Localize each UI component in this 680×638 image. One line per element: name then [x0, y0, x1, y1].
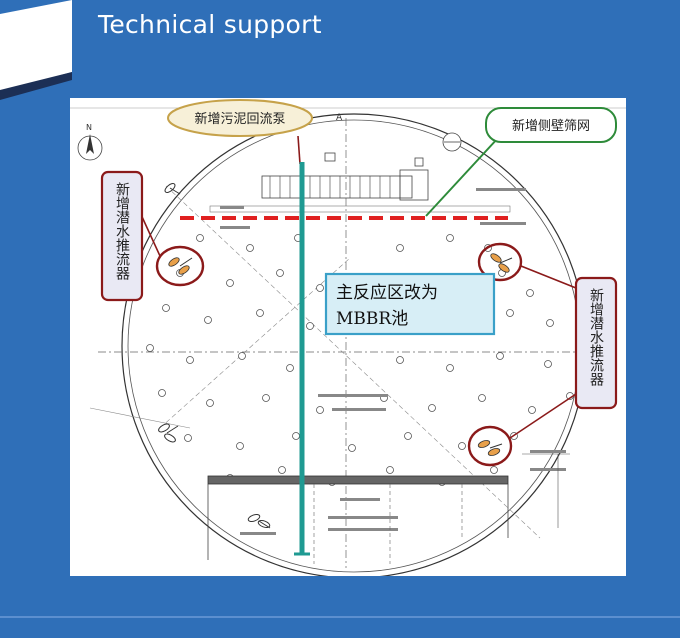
pusher-right-leader-1	[520, 265, 577, 289]
pusher-highlight-right-top	[477, 242, 523, 282]
main-reaction-zone-box	[324, 272, 496, 336]
north-label: N	[86, 123, 92, 132]
pusher-right-label: 新增潜水推流器	[588, 288, 604, 386]
clarifier-structure	[207, 475, 509, 485]
main-zone-line1: 主反应区改为	[336, 283, 438, 303]
footer-divider	[0, 616, 680, 618]
diagonal-line-1	[165, 185, 541, 539]
tank-outer-wall	[121, 113, 587, 576]
sludge-pump-callout	[167, 99, 313, 137]
existing-pusher-icon	[158, 423, 179, 443]
side-wall-screen-label: 新增侧壁筛网	[512, 118, 590, 134]
axis-label: A	[336, 113, 343, 123]
equipment-box	[399, 169, 429, 201]
pusher-left-label: 新增潜水推流器	[114, 182, 130, 280]
valve-icon	[324, 152, 424, 167]
side-wall-screen-callout	[485, 107, 617, 143]
pusher-highlight-right-bottom	[467, 425, 513, 467]
walkway-structure	[261, 175, 413, 199]
diagram-panel: N A	[70, 98, 626, 576]
north-arrow-icon	[77, 134, 103, 161]
screen-leader-line	[425, 137, 499, 217]
pusher-right-leader-2	[509, 393, 577, 439]
main-zone-line2: MBBR池	[336, 309, 408, 329]
pusher-right-callout	[574, 276, 618, 410]
header-pipe	[209, 205, 511, 213]
tank-inner-wall	[127, 119, 581, 573]
existing-pusher-icon	[164, 183, 181, 195]
existing-pusher-icon	[247, 514, 271, 529]
header-decoration	[0, 0, 72, 100]
pusher-highlight-left	[155, 245, 205, 287]
pusher-left-callout	[100, 170, 144, 302]
annotation-marks	[220, 188, 566, 535]
tank-diagram: N A	[70, 99, 626, 576]
sludge-pump-label: 新增污泥回流泵	[194, 111, 285, 127]
pump-leader-line	[297, 135, 301, 165]
walkway-hatch	[269, 176, 401, 198]
page-title: Technical support	[98, 10, 322, 39]
vent-icon	[442, 132, 462, 152]
dimension-line	[89, 407, 191, 429]
